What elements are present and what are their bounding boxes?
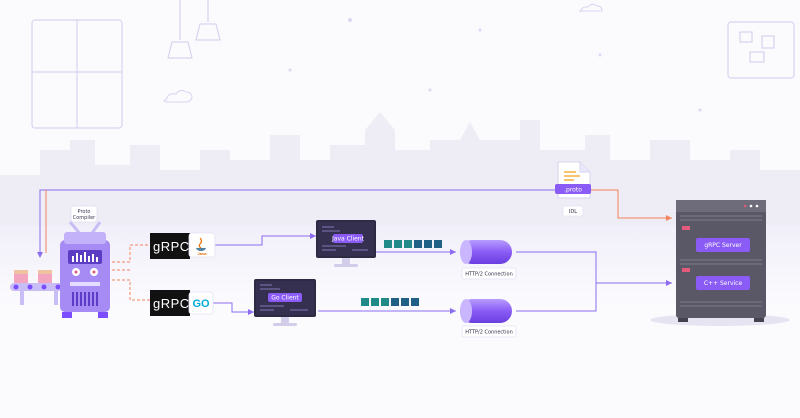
java-client-monitor: Java Client <box>316 220 376 267</box>
proto-file-label: .proto <box>564 187 582 194</box>
grpc-java-box: gRPC Java <box>150 232 216 259</box>
grpc-server-label: gRPC Server <box>704 242 742 249</box>
line-tube-server-1 <box>516 251 672 284</box>
java-logo-icon <box>196 237 206 251</box>
pinboard-decoration <box>727 21 795 79</box>
cpp-service-label: C++ Service <box>704 280 743 287</box>
compiler-label-line1: Proto <box>78 209 91 215</box>
line-grpc-java-client <box>215 235 316 246</box>
go-logo-icon: GO <box>192 298 210 310</box>
go-client-monitor: Go Client <box>254 279 316 326</box>
packets-go <box>361 298 419 306</box>
idl-caption: IDL <box>569 209 577 215</box>
server-rack: gRPC Server C++ Service <box>650 200 790 326</box>
line-compiler-java <box>112 244 150 263</box>
cloud-decoration <box>163 3 603 103</box>
go-client-label: Go Client <box>271 295 299 302</box>
arrowheads <box>37 215 672 315</box>
decor-dots <box>288 18 702 112</box>
compiler-label: Proto Compiler <box>70 205 98 223</box>
java-client-label: Java Client <box>331 236 365 243</box>
line-top-purple <box>39 189 555 253</box>
proto-file: .proto IDL <box>555 161 591 217</box>
proto-compiler-machine <box>60 221 110 318</box>
line-tube-server-2 <box>516 283 597 312</box>
java-lang-text: Java <box>198 251 208 256</box>
conveyor-belt <box>10 270 68 305</box>
hanging-lamps <box>167 0 221 59</box>
line-compiler-go <box>112 279 150 301</box>
line-grpc-go-client <box>212 302 254 313</box>
connector-lines <box>39 189 672 313</box>
http2-connection-label-2: HTTP/2 Connection <box>465 330 513 336</box>
http2-tube-2: HTTP/2 Connection <box>460 299 517 338</box>
line-proto-server <box>590 189 672 219</box>
http2-connection-label-1: HTTP/2 Connection <box>465 272 513 278</box>
packets-java <box>384 240 442 248</box>
grpc-go-box: gRPC GO <box>150 290 214 316</box>
grpc-go-text: gRPC <box>153 296 190 311</box>
grpc-java-text: gRPC <box>153 239 190 254</box>
http2-tube-1: HTTP/2 Connection <box>460 240 517 280</box>
city-skyline <box>0 112 800 230</box>
window-decoration <box>31 19 123 129</box>
compiler-label-line2: Compiler <box>73 215 96 221</box>
